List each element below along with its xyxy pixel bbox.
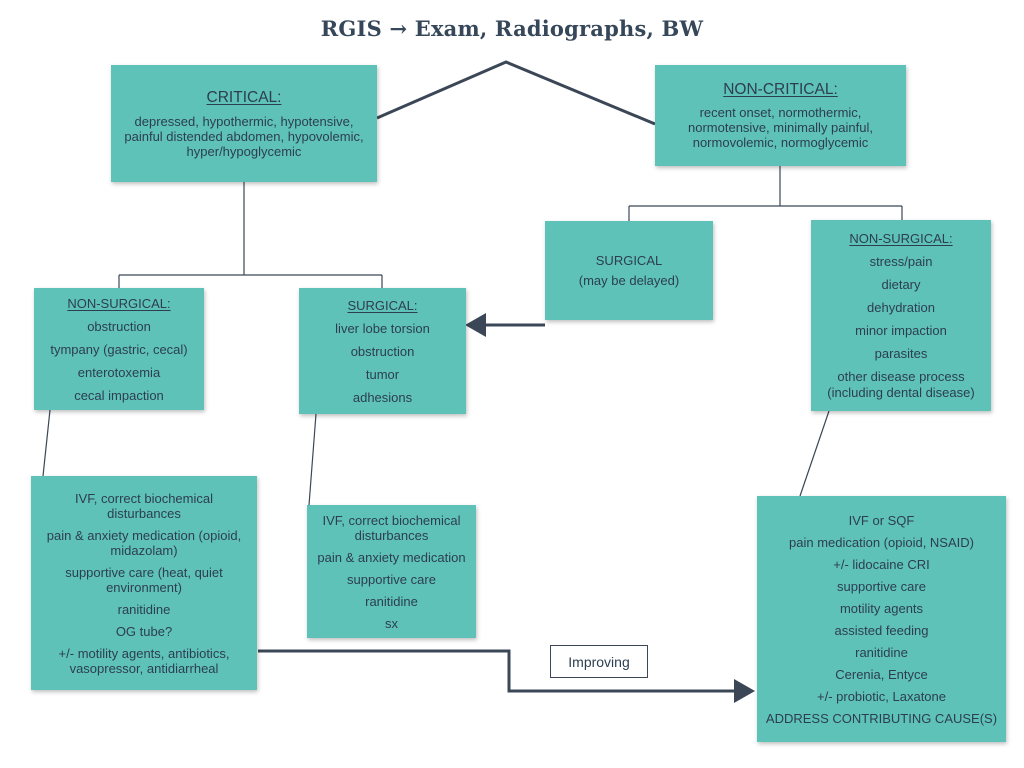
critical-box: CRITICAL: depressed, hypothermic, hypote… — [111, 65, 377, 182]
surgical-left-line: tumor — [365, 366, 400, 382]
non-surgical-left-line: obstruction — [87, 318, 151, 334]
surgical-delayed-line: SURGICAL — [595, 253, 663, 268]
non-surgical-right-box: NON-SURGICAL: stress/pain dietary dehydr… — [811, 220, 991, 411]
nonsurgical-left-to-treatment — [42, 409, 51, 477]
non-critical-header: NON-CRITICAL: — [723, 81, 838, 98]
treatment-right-line: Cerenia, Entyce — [835, 666, 928, 682]
non-surgical-right-line: stress/pain — [869, 254, 933, 269]
treatment-left-box: IVF, correct biochemical disturbances pa… — [31, 476, 257, 690]
treatment-left-line: ranitidine — [117, 601, 171, 617]
surgical-delayed-line: (may be delayed) — [578, 273, 680, 288]
treatment-right-line: IVF or SQF — [848, 512, 915, 528]
treatment-left-line: OG tube? — [115, 623, 173, 639]
treatment-right-line: +/- probiotic, Laxatone — [817, 688, 946, 704]
treatment-surgical-line: pain & anxiety medication — [317, 549, 466, 565]
non-critical-line: normovolemic, normoglycemic — [692, 135, 869, 150]
non-surgical-right-line: (including dental disease) — [827, 385, 975, 400]
non-surgical-right-line: dietary — [881, 277, 921, 292]
surgical-left-line: liver lobe torsion — [335, 320, 430, 336]
treatment-right-line: motility agents — [839, 600, 924, 616]
treatment-left-line: pain & anxiety medication (opioid, midaz… — [46, 527, 242, 558]
treatment-surgical-line: supportive care — [347, 571, 436, 587]
critical-line: depressed, hypothermic, hypotensive, — [134, 113, 354, 129]
nonsurgical-right-to-treatment — [799, 410, 830, 497]
critical-line: hyper/hypoglycemic — [186, 143, 302, 159]
critical-header: CRITICAL: — [206, 88, 282, 106]
treatment-left-line: supportive care (heat, quiet environment… — [65, 564, 223, 595]
non-critical-line: normotensive, minimally painful, — [688, 120, 873, 135]
top-split-line — [376, 60, 656, 126]
treatment-surgical-box: IVF, correct biochemical disturbances pa… — [307, 505, 476, 638]
diagram-title: RGIS → Exam, Radiographs, BW — [320, 16, 704, 41]
treatment-right-line: ranitidine — [855, 644, 908, 660]
critical-line: painful distended abdomen, hypovolemic, — [124, 128, 364, 144]
surgical-delayed-box: SURGICAL (may be delayed) — [545, 221, 713, 320]
non-surgical-right-line: other disease process — [837, 369, 965, 384]
surgical-left-line: adhesions — [352, 389, 413, 405]
surgical-left-line: obstruction — [350, 343, 415, 359]
treatment-surgical-line: sx — [385, 615, 398, 631]
improving-label: Improving — [550, 645, 648, 678]
non-surgical-left-box: NON-SURGICAL: obstruction tympany (gastr… — [34, 288, 204, 410]
non-surgical-left-line: cecal impaction — [74, 387, 164, 403]
treatment-surgical-line: IVF, correct biochemical disturbances — [322, 512, 461, 543]
treatment-right-box: IVF or SQF pain medication (opioid, NSAI… — [757, 496, 1006, 742]
surgical-to-treatment — [308, 413, 317, 506]
improving-arrow — [258, 649, 755, 703]
treatment-surgical-line: ranitidine — [365, 593, 418, 609]
non-critical-box: NON-CRITICAL: recent onset, normothermic… — [655, 65, 906, 166]
treatment-left-line: IVF, correct biochemical disturbances — [75, 490, 213, 521]
non-surgical-right-line: dehydration — [867, 300, 935, 315]
surgical-left-box: SURGICAL: liver lobe torsion obstruction… — [299, 288, 466, 414]
non-critical-line: recent onset, normothermic, — [699, 105, 862, 120]
non-surgical-left-line: tympany (gastric, cecal) — [50, 341, 188, 357]
surgical-left-header: SURGICAL: — [347, 297, 418, 313]
treatment-right-line: supportive care — [837, 578, 926, 594]
non-surgical-left-header: NON-SURGICAL: — [67, 295, 171, 311]
non-surgical-right-line: parasites — [874, 346, 928, 361]
treatment-right-line: pain medication (opioid, NSAID) — [789, 534, 974, 550]
non-surgical-right-line: minor impaction — [855, 323, 947, 338]
treatment-left-line: +/- motility agents, antibiotics, vasopr… — [58, 645, 230, 676]
non-surgical-left-line: enterotoxemia — [77, 364, 161, 380]
treatment-right-line: ADDRESS CONTRIBUTING CAUSE(S) — [765, 710, 998, 726]
non-surgical-right-header: NON-SURGICAL: — [849, 231, 953, 246]
treatment-right-line: assisted feeding — [834, 622, 929, 638]
treatment-right-line: +/- lidocaine CRI — [833, 556, 930, 572]
